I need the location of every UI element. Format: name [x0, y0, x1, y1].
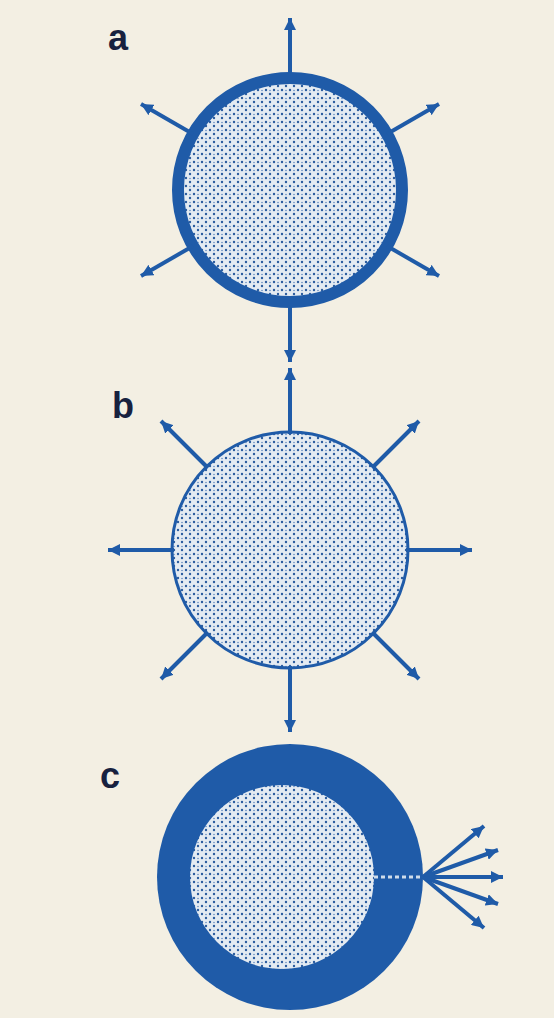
- release-arrow: [161, 421, 208, 468]
- release-arrow: [288, 302, 292, 362]
- panel-letter: b: [112, 388, 134, 424]
- release-arrow: [423, 877, 484, 928]
- release-arrow: [387, 246, 439, 276]
- release-arrow: [141, 104, 193, 134]
- release-arrow: [288, 368, 292, 434]
- release-arrow: [108, 548, 174, 552]
- release-arrow: [423, 877, 498, 904]
- release-arrow: [161, 632, 208, 679]
- release-arrow: [423, 826, 484, 877]
- thick-coat: [157, 744, 423, 1010]
- release-arrow: [423, 875, 503, 879]
- panel-letter: c: [100, 758, 120, 794]
- release-arrow: [288, 666, 292, 732]
- release-arrow: [406, 548, 472, 552]
- release-arrow: [372, 421, 419, 468]
- release-arrow: [288, 18, 292, 78]
- core: [190, 785, 374, 969]
- panel-letter: a: [108, 20, 128, 56]
- release-arrow: [423, 850, 498, 877]
- release-arrow: [387, 104, 439, 134]
- pore-channel: [374, 876, 423, 879]
- thick-shell-capsule: [178, 78, 402, 302]
- release-arrow: [372, 632, 419, 679]
- release-arrow: [141, 246, 193, 276]
